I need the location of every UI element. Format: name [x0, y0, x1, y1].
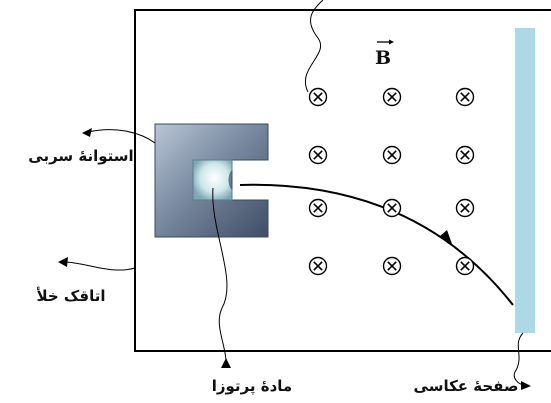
magnetic-field-grid [308, 87, 475, 276]
field-into-page-icon [455, 87, 475, 107]
lead-cylinder-label: استوانهٔ سربی [28, 147, 133, 165]
field-into-page-icon [308, 87, 328, 107]
leader-chamber-arrowhead [58, 257, 68, 267]
leader-material-arrowhead [221, 358, 231, 368]
field-label: B [375, 47, 391, 69]
photographic-plate-label: صفحهٔ عکاسی [414, 377, 519, 395]
field-into-page-icon [308, 256, 328, 276]
field-into-page-icon [382, 145, 402, 165]
field-into-page-icon [455, 198, 475, 218]
field-into-page-icon [308, 198, 328, 218]
vacuum-chamber-label: اتاقک خلأ [36, 287, 105, 305]
leader-cylinder [87, 129, 156, 144]
field-into-page-icon [455, 145, 475, 165]
leader-plate-arrowhead [521, 381, 531, 390]
field-into-page-icon [308, 145, 328, 165]
photographic-plate [515, 28, 535, 333]
radioactive-material-label: مادهٔ پرتوزا [212, 377, 292, 396]
field-vector-arrowhead [389, 39, 394, 45]
leader-top [305, 0, 324, 93]
radioactive-material [192, 159, 233, 201]
leader-cylinder-arrowhead [82, 128, 92, 137]
field-into-page-icon [382, 256, 402, 276]
leader-chamber [63, 261, 136, 271]
field-into-page-icon [382, 198, 402, 218]
trajectory-arrowhead [440, 230, 452, 244]
field-into-page-icon [455, 256, 475, 276]
field-into-page-icon [382, 87, 402, 107]
leader-plate [513, 332, 525, 386]
leader-material [212, 187, 228, 363]
